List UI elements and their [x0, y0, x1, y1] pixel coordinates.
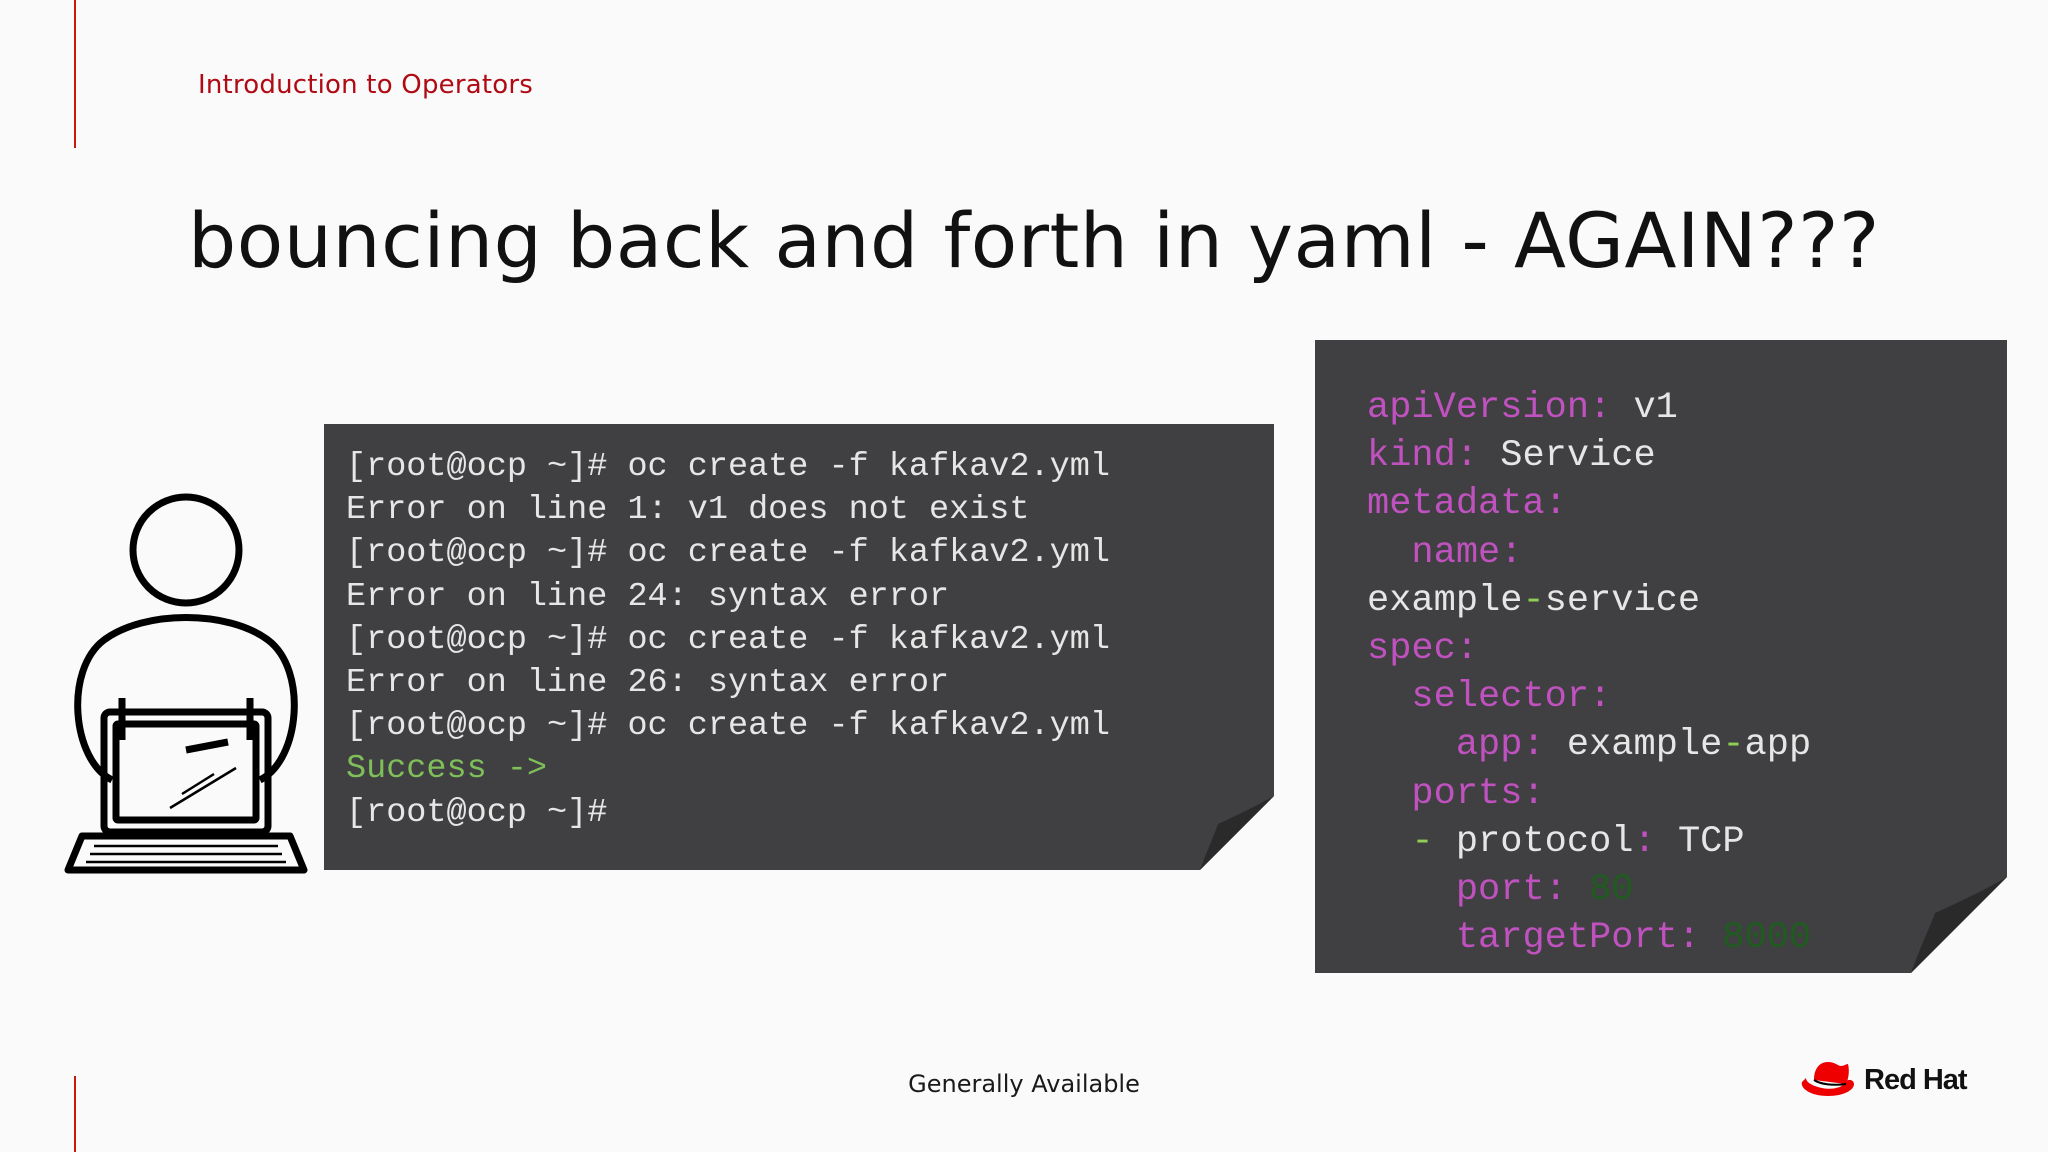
terminal-output: [root@ocp ~]# oc create -f kafkav2.yml E…	[346, 446, 1110, 835]
yaml-value: Service	[1500, 435, 1656, 478]
yaml-number: 8000	[1722, 917, 1812, 960]
yaml-number: 80	[1589, 869, 1634, 912]
terminal-line: [root@ocp ~]# oc create -f kafkav2.yml	[346, 620, 1110, 659]
yaml-value: example	[1566, 724, 1723, 767]
yaml-colon: :	[1633, 820, 1656, 863]
person-at-laptop-icon	[64, 493, 308, 874]
terminal-line: Error on line 24: syntax error	[346, 577, 950, 616]
terminal-line: Error on line 26: syntax error	[346, 664, 950, 703]
yaml-key: port:	[1455, 869, 1567, 912]
yaml-value: example	[1367, 579, 1523, 622]
yaml-key: name:	[1411, 531, 1523, 574]
section-eyebrow: Introduction to Operators	[198, 70, 534, 100]
yaml-code: apiVersion: v1 kind: Service metadata: n…	[1367, 384, 1811, 962]
accent-line-bottom	[74, 1076, 76, 1152]
page-curl-icon	[1200, 796, 1274, 870]
yaml-dash: -	[1722, 724, 1745, 767]
yaml-key: targetPort:	[1455, 917, 1701, 960]
yaml-key: metadata:	[1367, 483, 1567, 526]
yaml-key: app:	[1455, 724, 1545, 767]
yaml-key: apiVersion:	[1367, 387, 1612, 429]
yaml-key: selector:	[1411, 676, 1612, 719]
red-hat-fedora-icon	[1801, 1062, 1854, 1096]
terminal-success-line: Success ->	[346, 750, 548, 789]
yaml-key: kind:	[1367, 435, 1479, 478]
logo-wordmark: Red Hat	[1864, 1063, 1968, 1096]
terminal-line: [root@ocp ~]# oc create -f kafkav2.yml	[346, 534, 1110, 573]
yaml-value: service	[1544, 579, 1701, 622]
yaml-panel: apiVersion: v1 kind: Service metadata: n…	[1315, 340, 2007, 973]
page-curl-icon	[1911, 877, 2007, 973]
accent-line-top	[74, 0, 76, 148]
yaml-value: app	[1744, 724, 1812, 767]
terminal-panel: [root@ocp ~]# oc create -f kafkav2.yml E…	[324, 424, 1274, 870]
yaml-value: v1	[1633, 387, 1678, 429]
yaml-dash: -	[1522, 579, 1545, 622]
terminal-line: [root@ocp ~]# oc create -f kafkav2.yml	[346, 448, 1110, 486]
terminal-line: Error on line 1: v1 does not exist	[346, 491, 1030, 530]
brand-logo: Red Hat	[1798, 1056, 1968, 1104]
terminal-line: [root@ocp ~]# oc create -f kafkav2.yml	[346, 707, 1110, 746]
yaml-key: spec:	[1367, 628, 1479, 671]
yaml-key: ports:	[1411, 772, 1545, 815]
yaml-list-dash: -	[1411, 820, 1434, 863]
footer-label: Generally Available	[908, 1070, 1140, 1098]
slide-title: bouncing back and forth in yaml - AGAIN?…	[188, 196, 1880, 285]
yaml-value: TCP	[1677, 820, 1745, 863]
yaml-key: protocol	[1455, 820, 1634, 863]
terminal-prompt-line: [root@ocp ~]#	[346, 793, 608, 832]
